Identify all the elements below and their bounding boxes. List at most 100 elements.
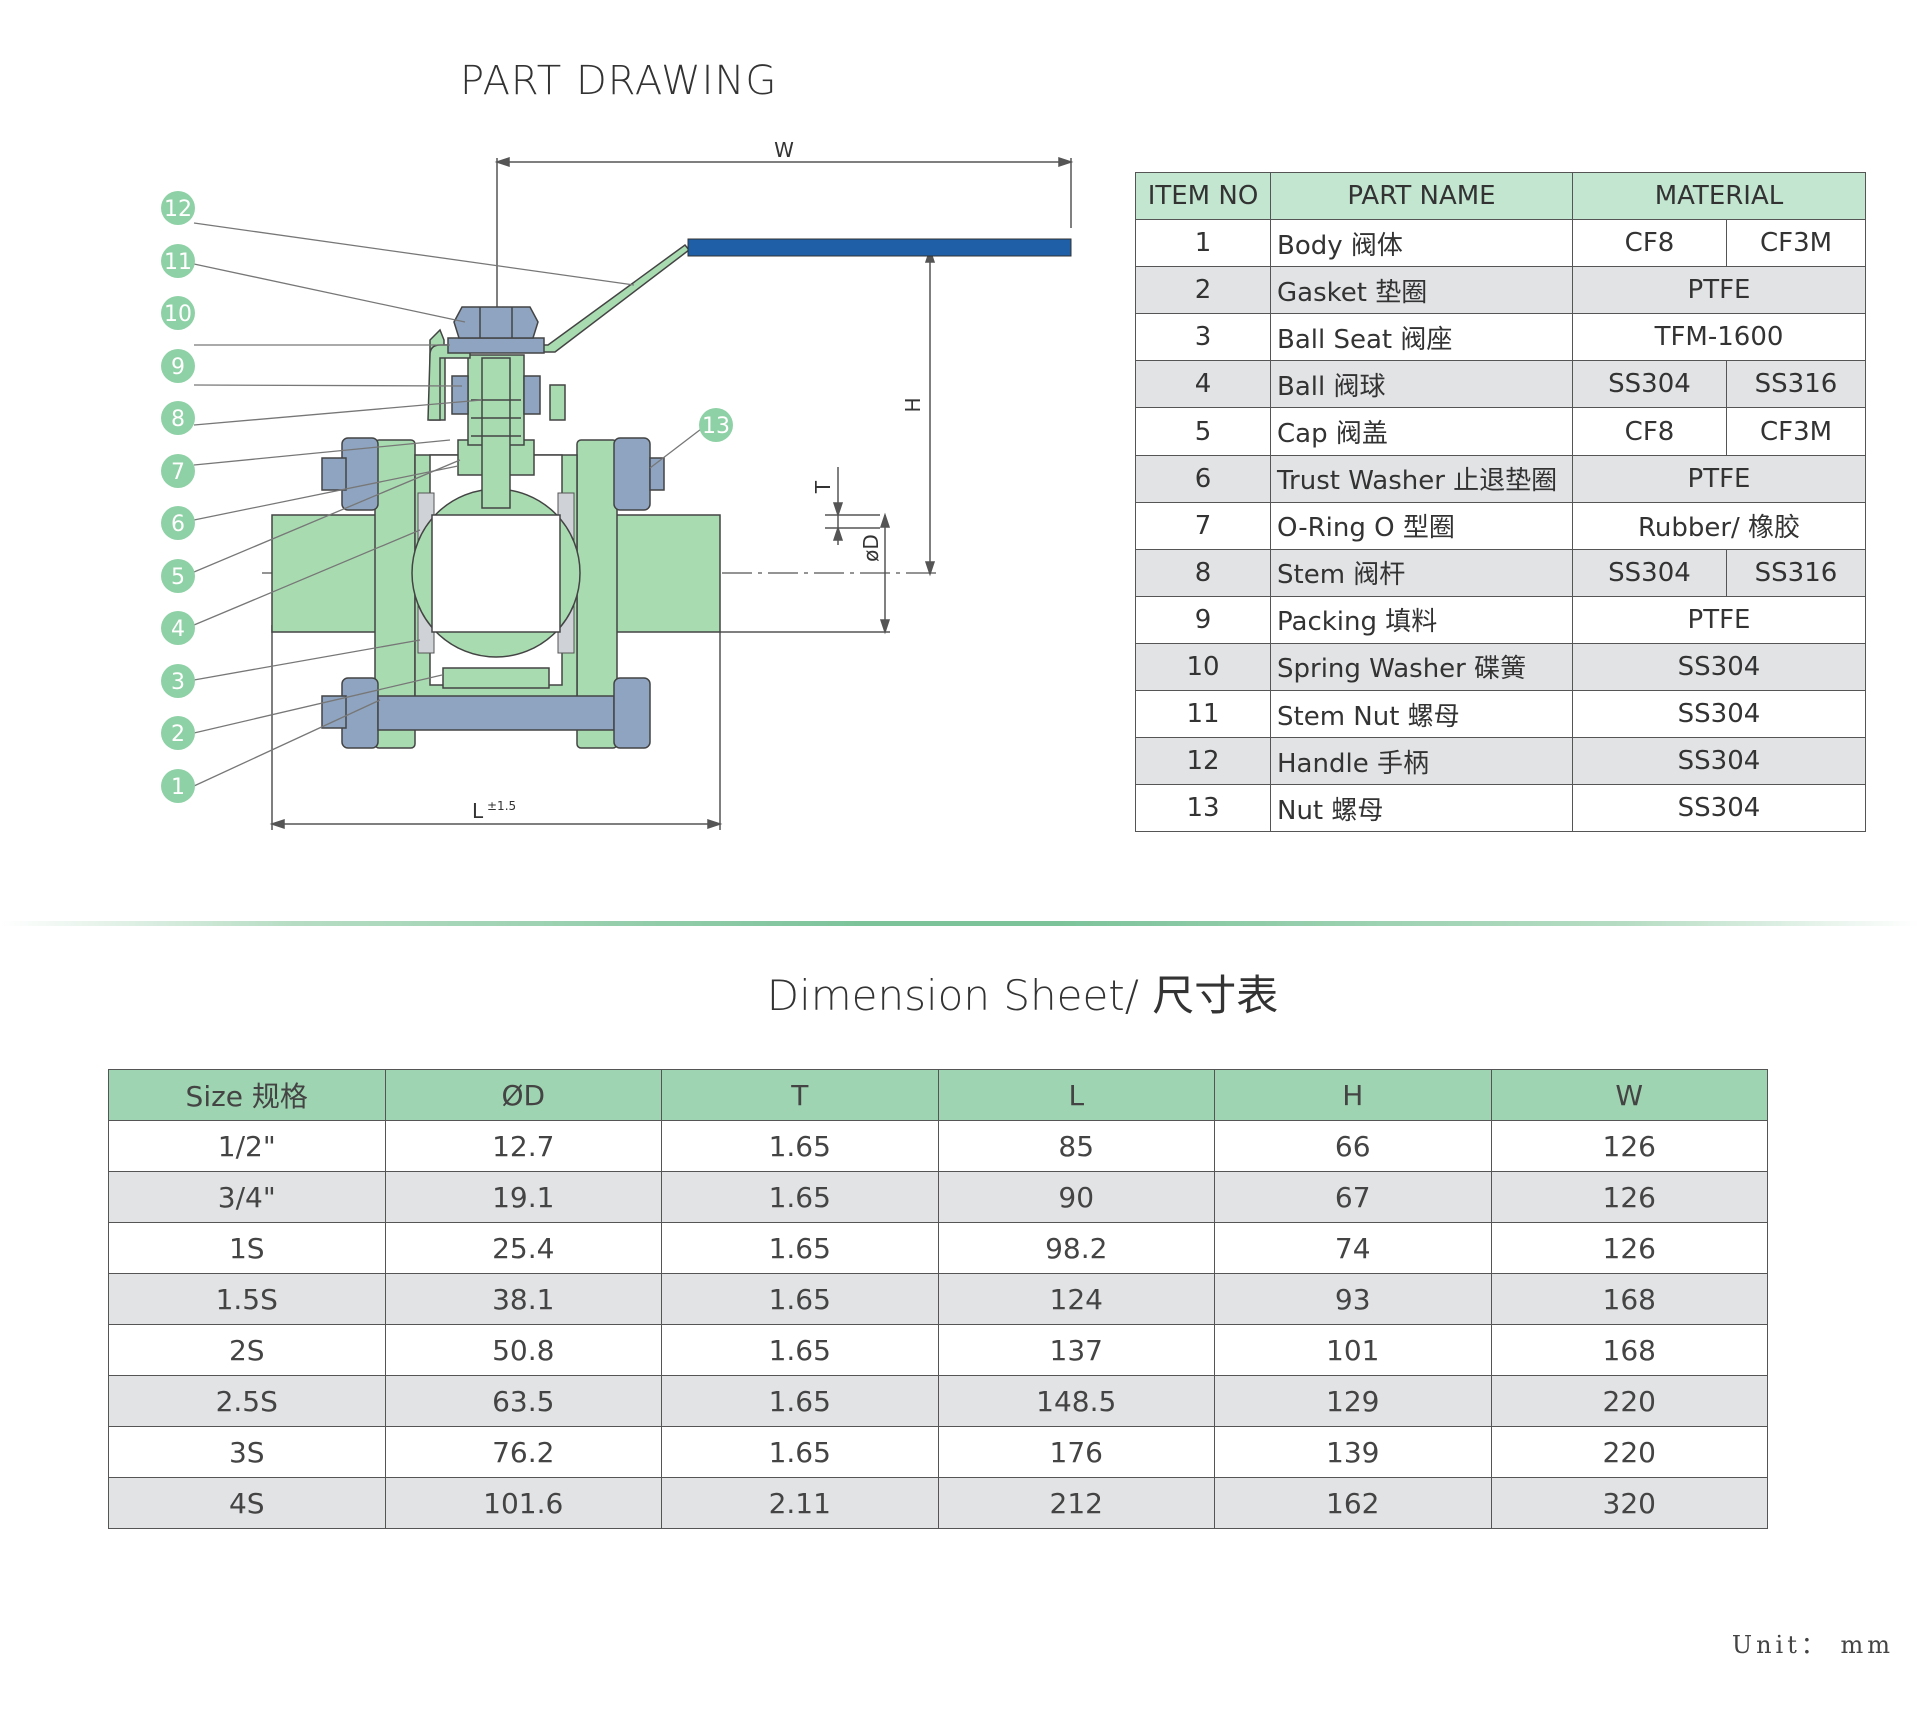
dimension-l bbox=[269, 625, 723, 830]
callout-bubble bbox=[161, 664, 195, 698]
parts-row: 5 Cap 阀盖 CF8 CF3M bbox=[1135, 407, 1866, 456]
valve-part-drawing: W H T øD L ±1.5 bbox=[161, 138, 1074, 830]
item-no: 1 bbox=[1135, 219, 1271, 268]
material: SS304 bbox=[1572, 642, 1866, 692]
item-no: 10 bbox=[1135, 642, 1271, 692]
parts-row: 4 Ball 阀球 SS304 SS316 bbox=[1135, 360, 1866, 409]
cell-l: 85 bbox=[937, 1120, 1215, 1172]
parts-row: 8 Stem 阀杆 SS304 SS316 bbox=[1135, 548, 1866, 597]
cell-w: 220 bbox=[1490, 1426, 1768, 1478]
cell-od: 101.6 bbox=[384, 1477, 662, 1529]
part-name: Ball Seat 阀座 bbox=[1270, 313, 1573, 362]
cell-l: 137 bbox=[937, 1324, 1215, 1376]
cell-h: 66 bbox=[1214, 1120, 1492, 1172]
material: SS304 bbox=[1572, 784, 1866, 833]
callout-bubble bbox=[161, 401, 195, 435]
cell-t: 1.65 bbox=[661, 1324, 939, 1376]
callout-bubble bbox=[161, 559, 195, 593]
callout-number: 3 bbox=[171, 670, 185, 695]
part-name: Stem Nut 螺母 bbox=[1270, 690, 1573, 739]
cell-w: 126 bbox=[1490, 1222, 1768, 1274]
cell-size: 1/2" bbox=[108, 1120, 386, 1172]
material-a: SS304 bbox=[1572, 548, 1727, 597]
cell-h: 129 bbox=[1214, 1375, 1492, 1427]
cell-h: 162 bbox=[1214, 1477, 1492, 1529]
callout-bubble bbox=[161, 716, 195, 750]
callout-number: 7 bbox=[171, 460, 185, 485]
cell-size: 3/4" bbox=[108, 1171, 386, 1223]
header-material: MATERIAL bbox=[1572, 171, 1866, 221]
part-name: Spring Washer 碟簧 bbox=[1270, 642, 1573, 692]
part-drawing-title: PART DRAWING bbox=[460, 58, 778, 104]
cell-w: 220 bbox=[1490, 1375, 1768, 1427]
callout-bubble bbox=[161, 506, 195, 540]
header-w: W bbox=[1490, 1069, 1768, 1121]
cell-size: 1.5S bbox=[108, 1273, 386, 1325]
callout-number: 10 bbox=[164, 302, 192, 327]
part-name: Handle 手柄 bbox=[1270, 737, 1573, 786]
header-l: L bbox=[937, 1069, 1215, 1121]
material-b: SS316 bbox=[1726, 360, 1866, 409]
part-name: Ball 阀球 bbox=[1270, 360, 1573, 409]
cell-od: 50.8 bbox=[384, 1324, 662, 1376]
callout-number: 1 bbox=[171, 775, 185, 800]
cell-w: 320 bbox=[1490, 1477, 1768, 1529]
cell-t: 1.65 bbox=[661, 1426, 939, 1478]
cell-h: 101 bbox=[1214, 1324, 1492, 1376]
cell-w: 126 bbox=[1490, 1171, 1768, 1223]
cell-od: 76.2 bbox=[384, 1426, 662, 1478]
material-a: CF8 bbox=[1572, 219, 1727, 268]
parts-table: ITEM NO PART NAME MATERIAL 1 Body 阀体 CF8… bbox=[1135, 171, 1866, 833]
material-a: SS304 bbox=[1572, 360, 1727, 409]
dim-label-l-tolerance: ±1.5 bbox=[487, 799, 516, 813]
callout-number: 9 bbox=[171, 355, 185, 380]
upper-bolts bbox=[321, 437, 665, 511]
cell-od: 63.5 bbox=[384, 1375, 662, 1427]
item-no: 13 bbox=[1135, 784, 1271, 833]
cell-t: 1.65 bbox=[661, 1171, 939, 1223]
cell-size: 1S bbox=[108, 1222, 386, 1274]
cell-size: 2S bbox=[108, 1324, 386, 1376]
callout-bubble bbox=[161, 349, 195, 383]
callout-bubble bbox=[161, 454, 195, 488]
handle bbox=[427, 238, 1072, 421]
callout-bubble bbox=[161, 191, 195, 225]
part-name: Packing 填料 bbox=[1270, 595, 1573, 644]
item-no: 6 bbox=[1135, 454, 1271, 503]
header-size: Size 规格 bbox=[108, 1069, 386, 1121]
part-name: Stem 阀杆 bbox=[1270, 548, 1573, 597]
cell-size: 3S bbox=[108, 1426, 386, 1478]
callout-bubble bbox=[161, 769, 195, 803]
cell-l: 90 bbox=[937, 1171, 1215, 1223]
dimension-sheet-title: Dimension Sheet/ 尺寸表 bbox=[766, 971, 1279, 1020]
cell-t: 1.65 bbox=[661, 1222, 939, 1274]
cell-l: 212 bbox=[937, 1477, 1215, 1529]
unit-note: Unit： mm bbox=[1731, 1631, 1894, 1659]
callout-bubble bbox=[161, 244, 195, 278]
material: SS304 bbox=[1572, 737, 1866, 786]
cell-l: 124 bbox=[937, 1273, 1215, 1325]
header-part-name: PART NAME bbox=[1270, 171, 1573, 221]
header-h: H bbox=[1214, 1069, 1492, 1121]
callout-number: 13 bbox=[702, 414, 730, 439]
cell-h: 93 bbox=[1214, 1273, 1492, 1325]
cell-h: 139 bbox=[1214, 1426, 1492, 1478]
cell-size: 2.5S bbox=[108, 1375, 386, 1427]
part-name: Body 阀体 bbox=[1270, 219, 1573, 268]
cell-l: 148.5 bbox=[937, 1375, 1215, 1427]
valve-bonnet bbox=[451, 354, 566, 509]
material: TFM-1600 bbox=[1572, 313, 1866, 362]
parts-row: 2 Gasket 垫圈 PTFE bbox=[1135, 266, 1866, 315]
dim-label-h: H bbox=[901, 397, 925, 412]
cell-t: 1.65 bbox=[661, 1273, 939, 1325]
material-b: CF3M bbox=[1726, 407, 1866, 456]
part-name: Nut 螺母 bbox=[1270, 784, 1573, 833]
part-name: O-Ring O 型圈 bbox=[1270, 501, 1573, 550]
part-name: Gasket 垫圈 bbox=[1270, 266, 1573, 315]
